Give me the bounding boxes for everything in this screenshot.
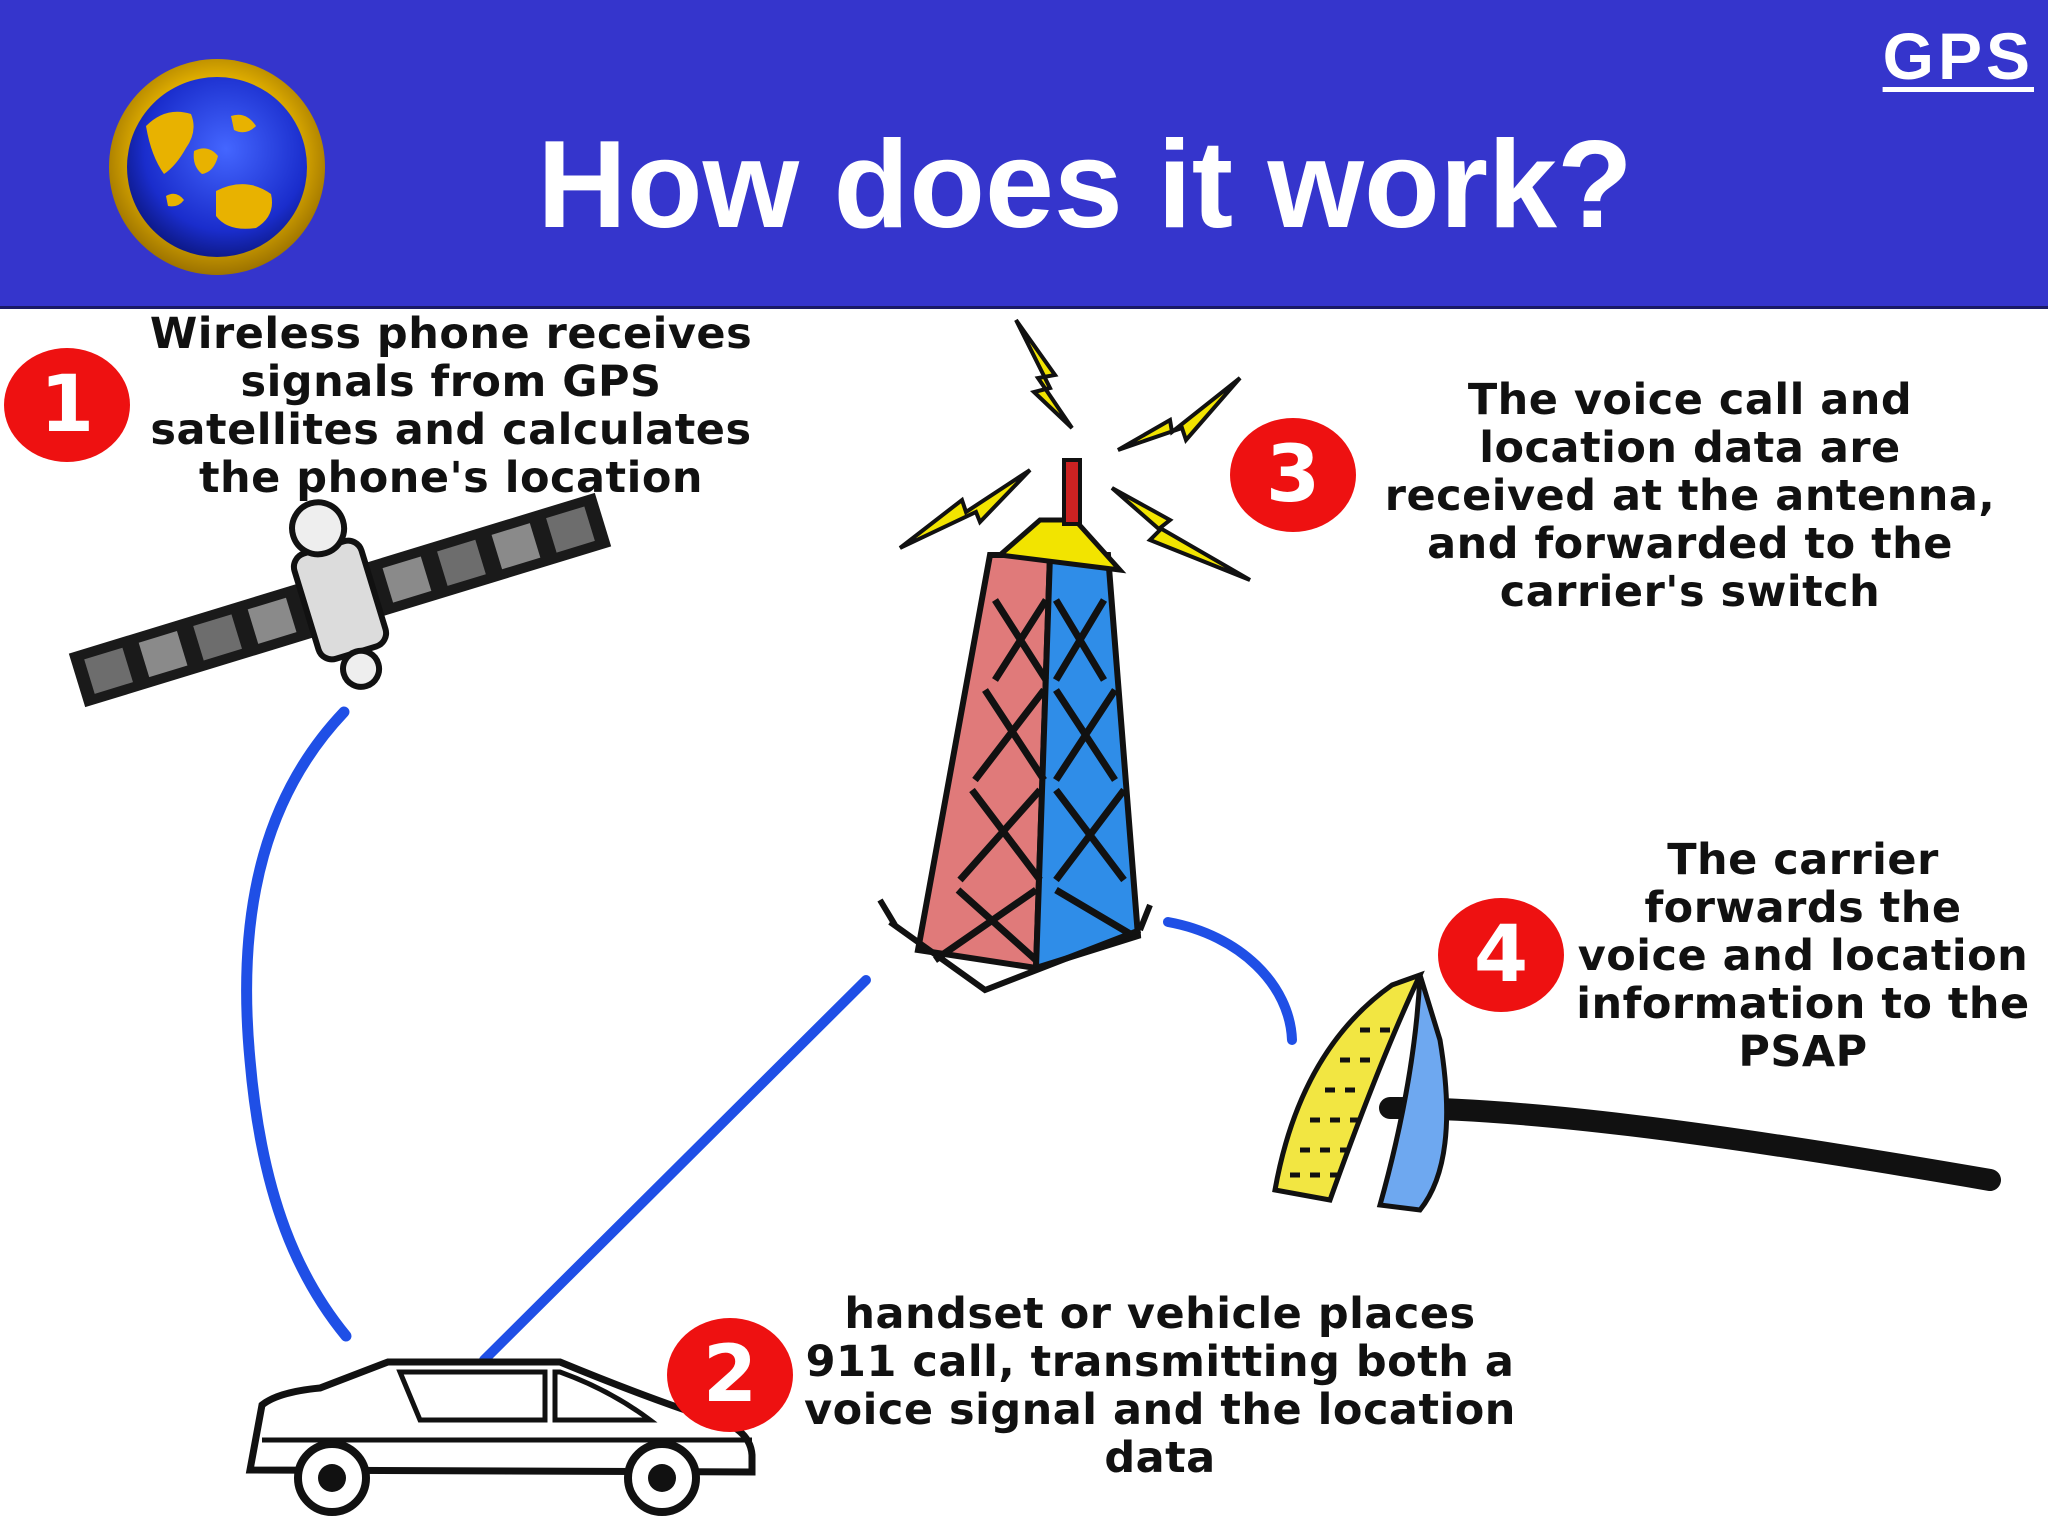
- step-1-text: Wireless phone receives signals from GPS…: [149, 309, 753, 503]
- page-title: How does it work?: [537, 116, 1633, 254]
- step-4-text: The carrier forwards the voice and locat…: [1576, 835, 2030, 1077]
- step-1-badge: 1: [4, 348, 130, 462]
- car-icon: [245, 1358, 756, 1516]
- step-3-text: The voice call and location data are rec…: [1384, 375, 1996, 617]
- satellite-icon: [68, 492, 612, 708]
- step-4-badge: 4: [1438, 898, 1564, 1012]
- step-2-badge: 2: [667, 1318, 793, 1432]
- globe-icon: [109, 59, 325, 275]
- tower-to-psap-signal: [1163, 917, 1297, 1045]
- header-bar: How does it work? GPS: [0, 0, 2048, 309]
- car-to-tower-signal: [479, 975, 871, 1365]
- step-3-badge: 3: [1230, 418, 1356, 532]
- satellite-to-car-signal: [241, 706, 352, 1342]
- step-2-text: handset or vehicle places 911 call, tran…: [804, 1289, 1516, 1483]
- gps-tag: GPS: [1882, 19, 2034, 93]
- antenna-tower-icon: [877, 318, 1252, 994]
- psap-building-icon: [1272, 970, 2001, 1213]
